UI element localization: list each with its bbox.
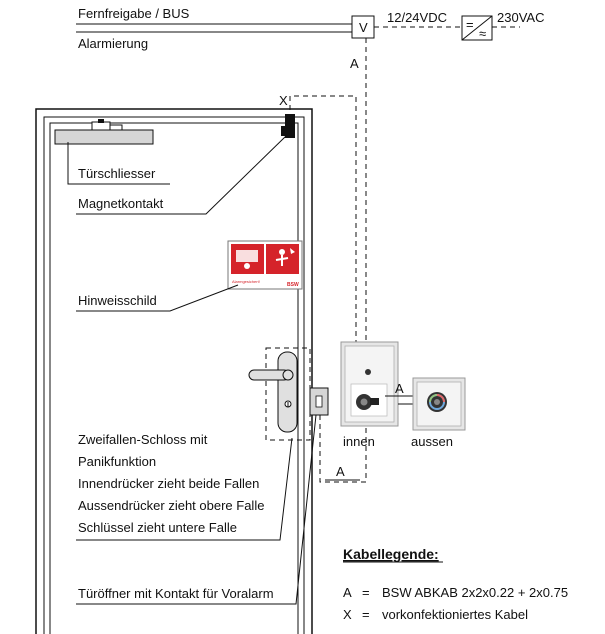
power-supply-symbol: = ≈ [461,15,493,41]
opener-leader [76,414,317,605]
legend-key-a: A [343,585,352,600]
inside-label: innen [343,434,375,449]
door-opener [309,387,329,416]
door-handle [248,351,298,433]
door-closer-label: Türschliesser [78,166,156,181]
warning-sign-label: Hinweisschild [78,293,157,308]
svg-text:Zweifallen-Schloss mit: Zweifallen-Schloss mit [78,432,208,447]
cable-x-label: X [279,93,288,108]
svg-text:Panikfunktion: Panikfunktion [78,454,156,469]
door-frame [35,108,313,634]
inside-unit [340,341,399,427]
legend-title: Kabellegende: [343,546,439,562]
lock-description: Zweifallen-Schloss mit Panikfunktion Inn… [78,432,264,535]
svg-text:=: = [362,585,370,600]
warning-sign-leader [76,284,239,312]
cable-a-top-label: A [350,56,359,71]
voltage-low-label: 12/24VDC [387,10,447,25]
cable-a-bottom [319,415,367,483]
lock-leader [76,437,293,541]
svg-text:Alarmgesichert!: Alarmgesichert! [232,279,260,284]
cable-legend: Kabellegende: A = BSW ABKAB 2x2x0.22 + 2… [343,546,568,622]
cable-a-bottom-label: A [336,464,345,479]
outside-label: aussen [411,434,453,449]
opener-label: Türöffner mit Kontakt für Voralarm [78,586,274,601]
warning-sign: Alarmgesichert! BSW [227,240,303,290]
svg-text:Schlüssel zieht untere Falle: Schlüssel zieht untere Falle [78,520,237,535]
svg-text:Innendrücker zieht beide Falle: Innendrücker zieht beide Fallen [78,476,259,491]
outside-unit [412,377,466,431]
remote-release-label: Fernfreigabe / BUS [78,6,190,21]
legend-text-a: BSW ABKAB 2x2x0.22 + 2x0.75 [382,585,568,600]
v-box-label: V [359,20,368,35]
magnet-contact-label: Magnetkontakt [78,196,164,211]
door-closer [54,119,154,145]
door-closer-leader [67,142,170,185]
svg-text:Aussendrücker zieht obere Fall: Aussendrücker zieht obere Falle [78,498,264,513]
cable-a-mid-label: A [395,381,404,396]
alarm-label: Alarmierung [78,36,148,51]
svg-text:=: = [362,607,370,622]
legend-text-x: vorkonfektioniertes Kabel [382,607,528,622]
svg-text:=: = [466,17,474,32]
voltage-high-label: 230VAC [497,10,544,25]
svg-text:BSW: BSW [287,282,299,288]
cable-x [289,95,357,342]
magnet-contact [281,114,295,138]
svg-text:≈: ≈ [479,26,486,41]
magnet-contact-leader [76,135,287,215]
legend-key-x: X [343,607,352,622]
